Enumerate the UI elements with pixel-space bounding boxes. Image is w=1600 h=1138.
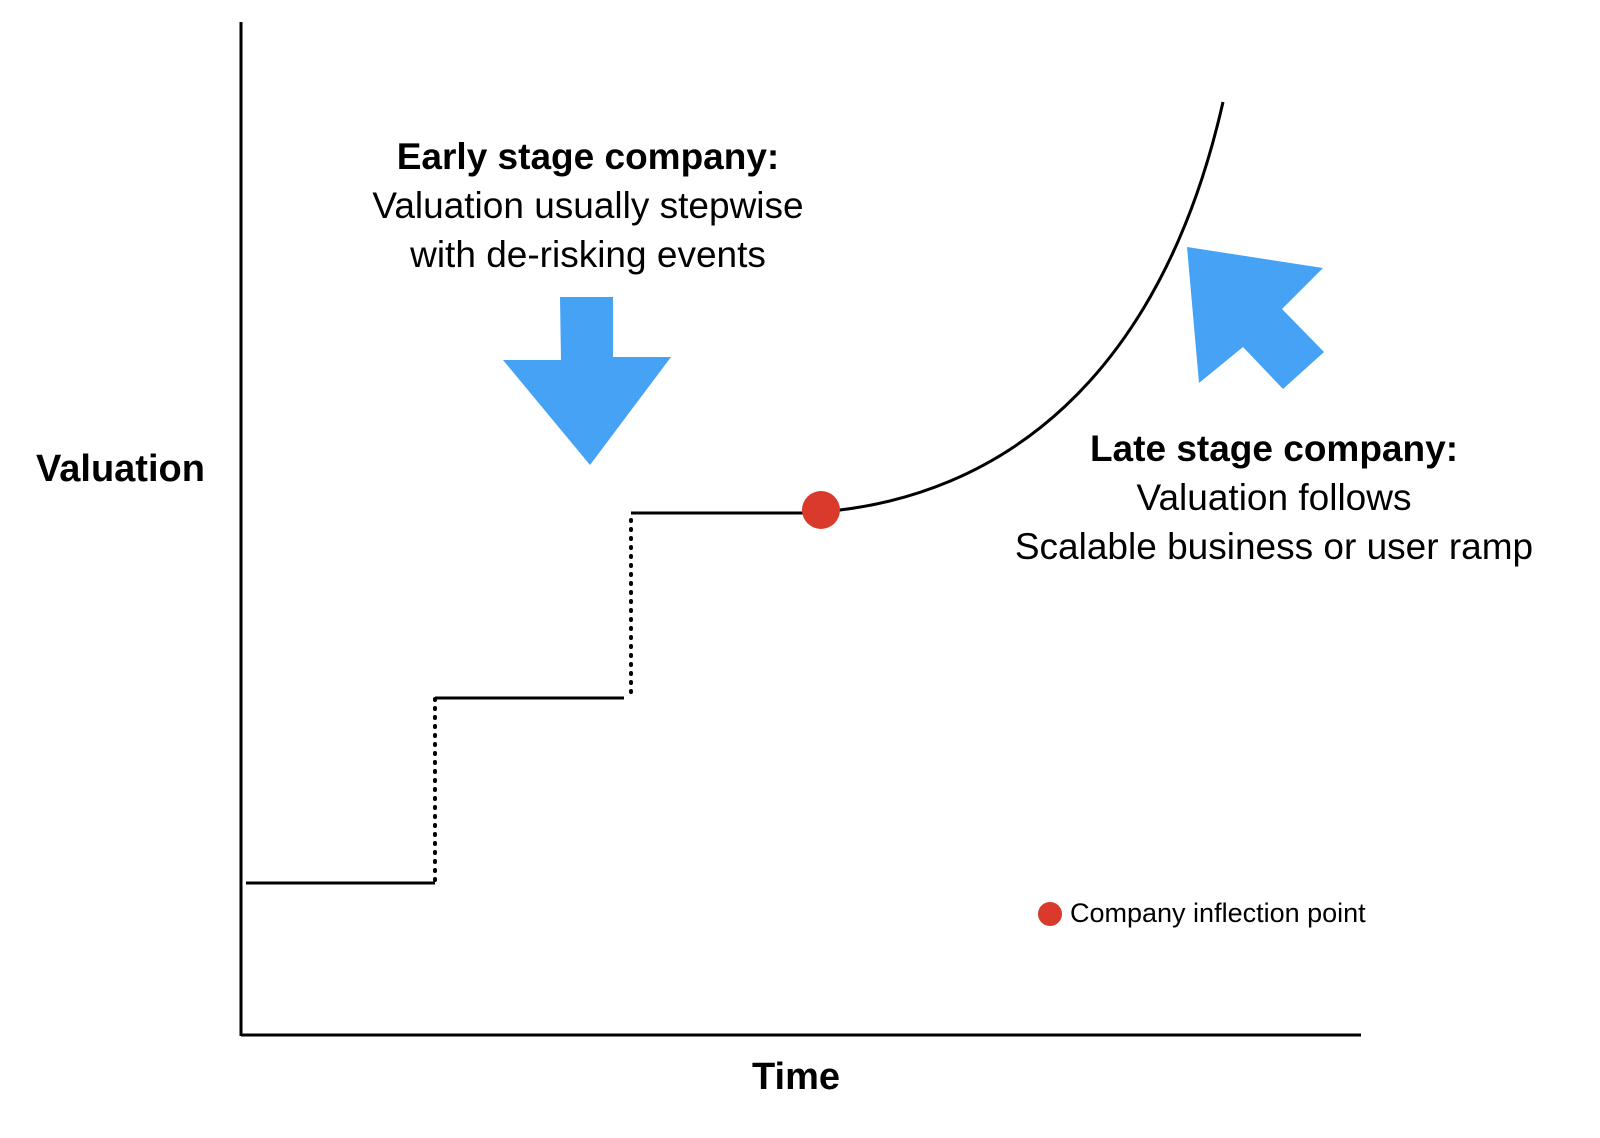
down-arrow-icon — [503, 297, 671, 465]
early-stage-line-1: Valuation usually stepwise — [372, 185, 804, 226]
late-stage-line-2: Scalable business or user ramp — [1014, 526, 1534, 567]
legend-dot-icon — [1038, 901, 1062, 926]
growth-curve — [819, 101, 1225, 514]
late-stage-line-1: Valuation follows — [1136, 477, 1412, 518]
late-stage-annotation: Late stage company: Valuation follows Sc… — [1015, 424, 1533, 571]
late-stage-heading: Late stage company: — [1089, 428, 1459, 469]
up-left-arrow-icon — [1187, 247, 1324, 389]
legend-label: Company inflection point — [1070, 898, 1366, 928]
x-axis-label: Time — [752, 1056, 841, 1098]
early-stage-line-2: with de-risking events — [410, 234, 766, 275]
early-stage-annotation: Early stage company: Valuation usually s… — [372, 132, 803, 279]
inflection-point-marker — [802, 491, 840, 529]
y-axis-label: Valuation — [36, 448, 205, 490]
early-stage-heading: Early stage company: — [396, 136, 780, 177]
legend: Company inflection point — [1038, 898, 1366, 929]
